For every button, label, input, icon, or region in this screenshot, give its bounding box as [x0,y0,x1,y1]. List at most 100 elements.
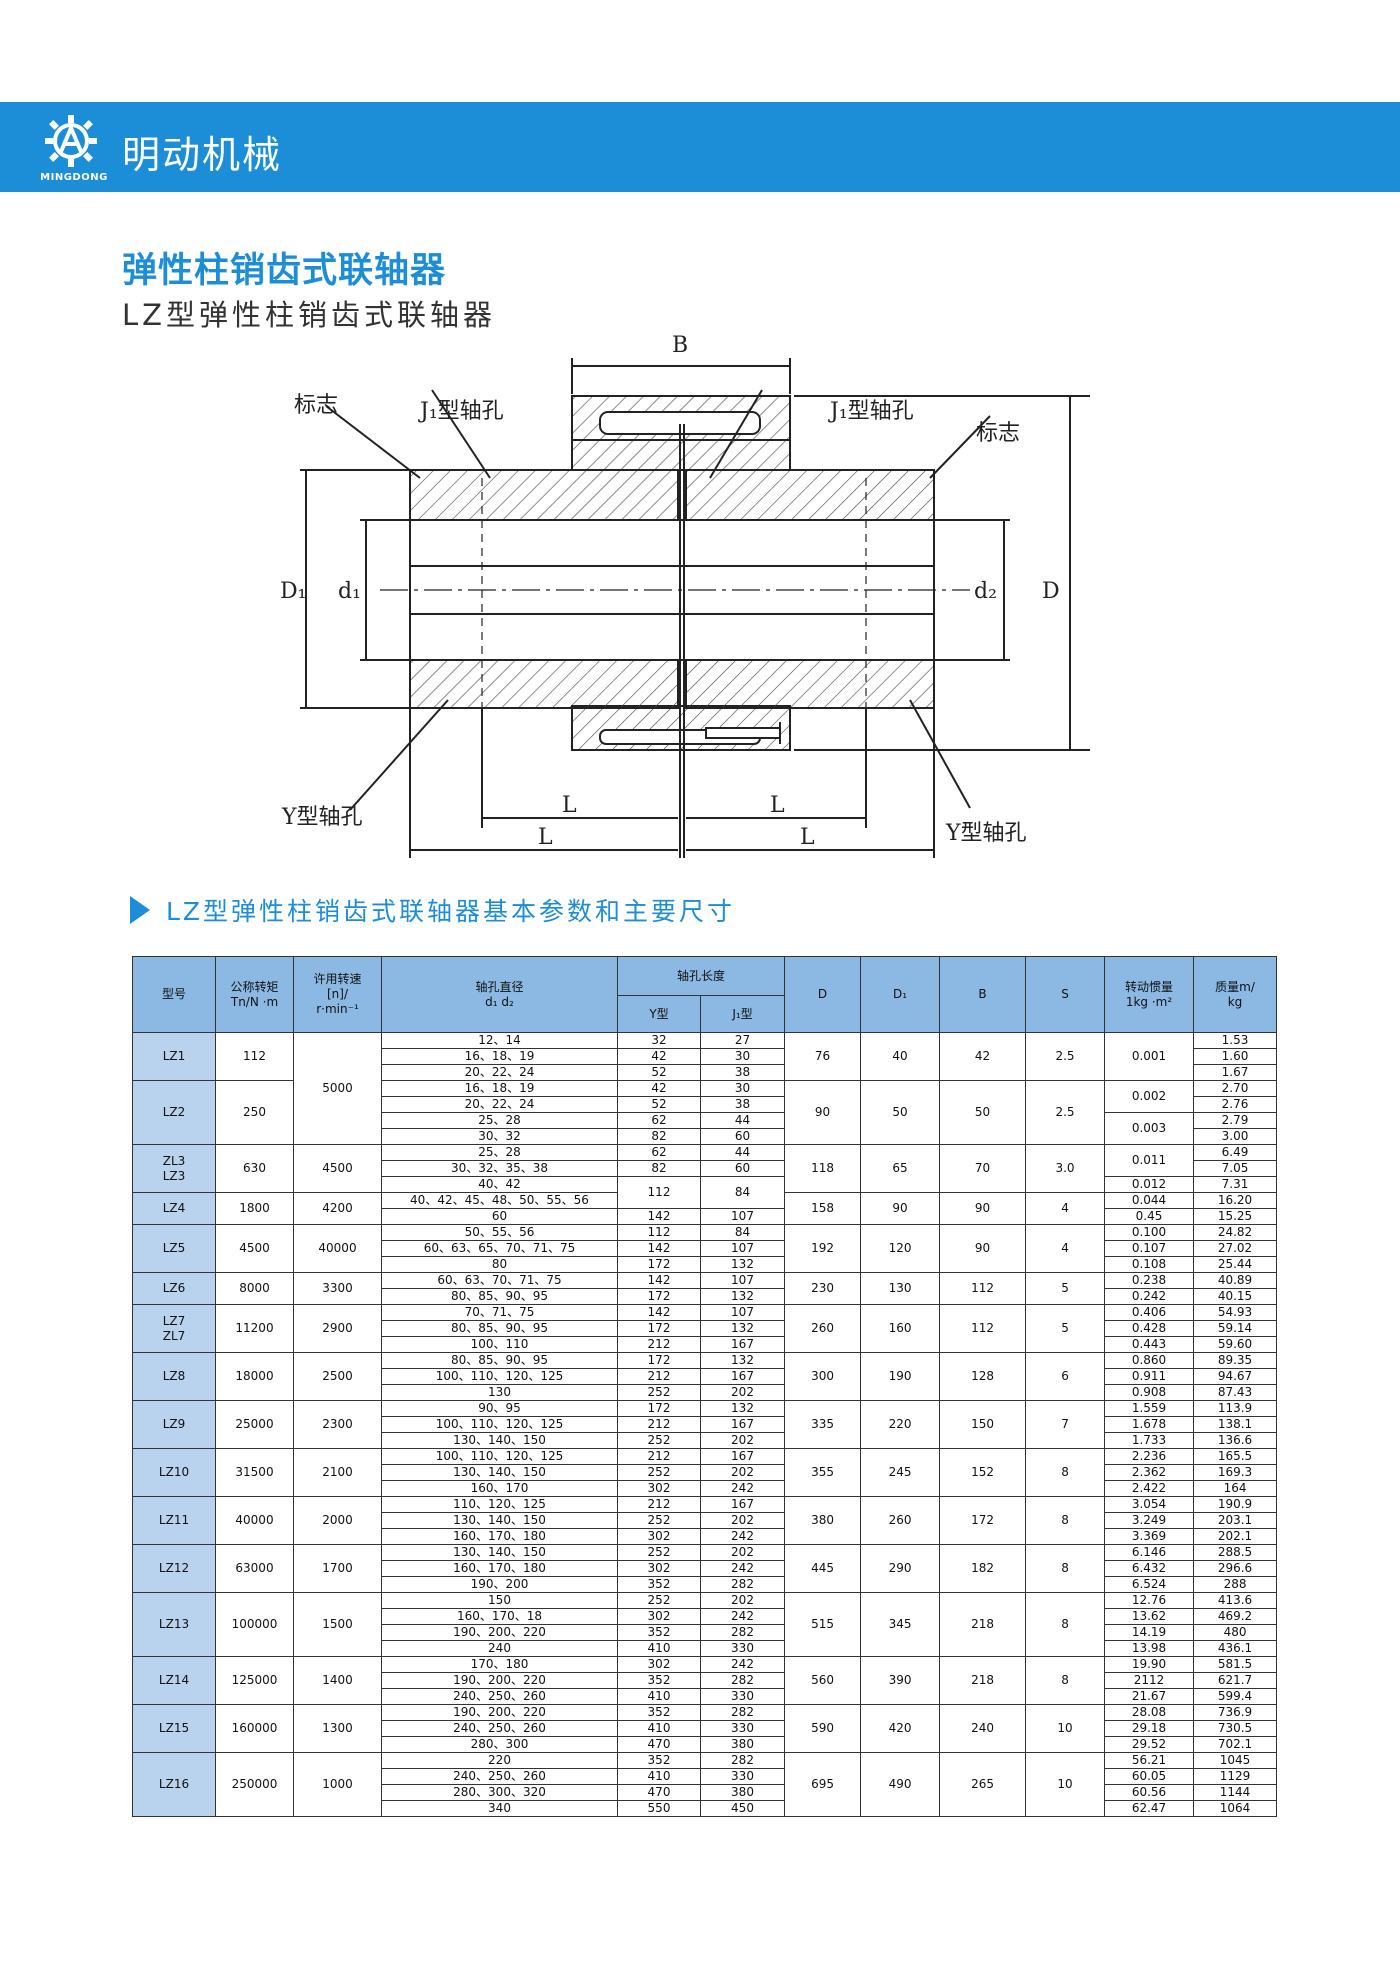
cell-speed: 5000 [293,1032,382,1145]
cell-len-j1: 330 [699,1768,786,1785]
cell-d1: 245 [860,1448,941,1497]
cell-d: 230 [784,1272,862,1305]
cell-len-j1: 38 [699,1096,786,1113]
cell-len-y: 142 [617,1304,701,1321]
cell-d1: 65 [860,1144,941,1193]
cell-mass: 469.2 [1193,1608,1278,1625]
cell-speed: 2500 [293,1352,382,1401]
cell-model: LZ9 [132,1400,216,1449]
cell-model: LZ10 [132,1448,216,1497]
cell-len-j1: 132 [699,1400,786,1417]
gear-logo-icon [45,115,97,167]
cell-mass: 436.1 [1193,1640,1278,1657]
cell-bore: 40、42 [381,1176,618,1193]
cell-s: 10 [1025,1704,1106,1753]
cell-len-j1: 282 [699,1624,786,1641]
cell-inertia: 60.05 [1104,1768,1195,1785]
cell-len-j1: 44 [699,1112,786,1129]
cell-len-y: 410 [617,1640,701,1657]
cell-mass: 89.35 [1193,1352,1278,1369]
cell-len-j1: 282 [699,1672,786,1689]
cell-inertia: 6.146 [1104,1544,1195,1561]
cell-mass: 1.53 [1193,1032,1278,1049]
cell-len-y: 172 [617,1352,701,1369]
cell-inertia: 0.406 [1104,1304,1195,1321]
cell-inertia: 56.21 [1104,1752,1195,1769]
cell-torque: 160000 [215,1704,294,1753]
cell-bore: 240 [381,1640,618,1657]
cell-model: LZ12 [132,1544,216,1593]
cell-b: 50 [939,1080,1027,1145]
cell-len-j1: 242 [699,1480,786,1497]
cell-torque: 4500 [215,1224,294,1273]
cell-mass: 16.20 [1193,1192,1278,1209]
cell-bore: 100、110、120、125 [381,1448,618,1465]
cell-mass: 480 [1193,1624,1278,1641]
header-bar: MINGDONG 明动机械 [0,102,1400,192]
cell-inertia: 2.236 [1104,1448,1195,1465]
cell-d1: 50 [860,1080,941,1145]
cell-len-j1: 242 [699,1656,786,1673]
th-mass: 质量m/kg [1193,956,1278,1033]
cell-len-j1: 330 [699,1720,786,1737]
cell-model: LZ2 [132,1080,216,1145]
cell-s: 8 [1025,1544,1106,1593]
cell-inertia: 0.443 [1104,1336,1195,1353]
cell-speed: 1000 [293,1752,382,1817]
cell-inertia: 0.044 [1104,1192,1195,1209]
cell-len-y: 252 [617,1384,701,1401]
cell-model: LZ1 [132,1032,216,1081]
cell-inertia: 0.428 [1104,1320,1195,1337]
cell-s: 10 [1025,1752,1106,1817]
cell-bore: 130、140、150 [381,1432,618,1449]
cell-d1: 40 [860,1032,941,1081]
cell-inertia: 13.62 [1104,1608,1195,1625]
cell-len-y: 302 [617,1480,701,1497]
cell-bore: 16、18、19 [381,1048,618,1065]
cell-torque: 250 [215,1080,294,1145]
cell-bore: 50、55、56 [381,1224,618,1241]
cell-bore: 160、170、180 [381,1528,618,1545]
cell-len-y: 352 [617,1672,701,1689]
cell-mass: 1064 [1193,1800,1278,1817]
cell-len-j1: 132 [699,1352,786,1369]
cell-len-y: 52 [617,1064,701,1081]
cell-len-j1: 107 [699,1272,786,1289]
cell-speed: 2100 [293,1448,382,1497]
cell-len-j1: 84 [699,1176,786,1209]
cell-inertia: 62.47 [1104,1800,1195,1817]
section-title: LZ型弹性柱销齿式联轴器基本参数和主要尺寸 [166,897,736,926]
cell-len-y: 212 [617,1496,701,1513]
cell-d1: 260 [860,1496,941,1545]
cell-len-j1: 167 [699,1336,786,1353]
cell-len-y: 252 [617,1512,701,1529]
cell-mass: 59.60 [1193,1336,1278,1353]
cell-bore: 16、18、19 [381,1080,618,1097]
cell-inertia: 29.18 [1104,1720,1195,1737]
cell-len-y: 410 [617,1720,701,1737]
cell-speed: 1700 [293,1544,382,1593]
cell-d: 335 [784,1400,862,1449]
cell-d1: 220 [860,1400,941,1449]
cell-d: 695 [784,1752,862,1817]
cell-mass: 1.67 [1193,1064,1278,1081]
cell-s: 7 [1025,1400,1106,1449]
cell-len-j1: 84 [699,1224,786,1241]
cell-speed: 1500 [293,1592,382,1657]
cell-s: 2.5 [1025,1080,1106,1145]
label-l-inner-left: L [562,793,577,818]
cell-mass: 2.76 [1193,1096,1278,1113]
cell-mass: 54.93 [1193,1304,1278,1321]
cell-len-y: 352 [617,1704,701,1721]
cell-bore: 130 [381,1384,618,1401]
